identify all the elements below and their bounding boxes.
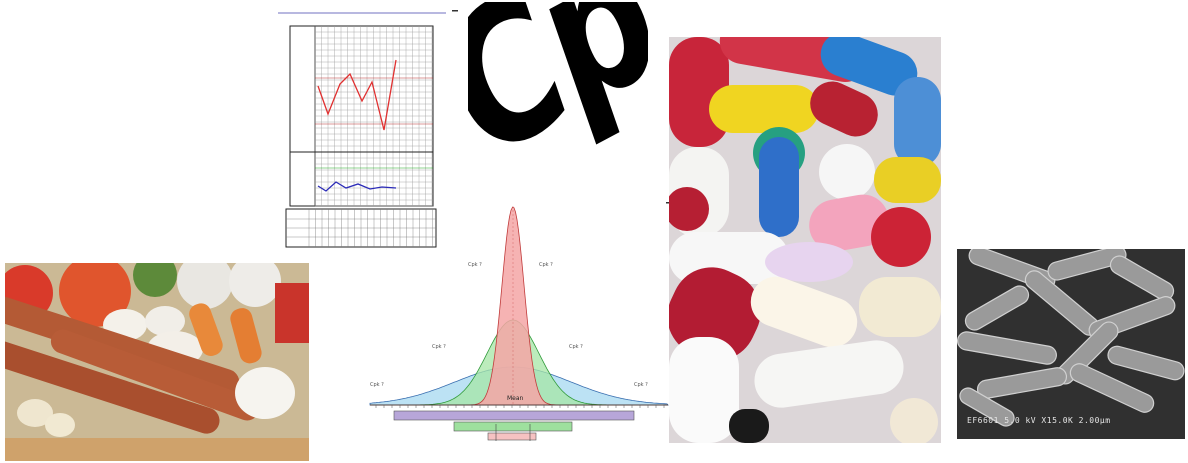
garlic bbox=[45, 413, 75, 437]
spec-label: Cpk ? bbox=[539, 262, 553, 268]
spec-range-bar bbox=[393, 410, 635, 421]
axis-ticks bbox=[375, 405, 665, 408]
spec-label: Cpk ? bbox=[370, 382, 384, 388]
process-range-bar bbox=[453, 421, 573, 432]
bacteria-micrograph: EF6601 5.0 kV X15.0K 2.00µm bbox=[957, 249, 1185, 439]
food-photo-illustration bbox=[5, 263, 309, 461]
data-table-grid bbox=[286, 209, 436, 247]
tablet bbox=[669, 187, 709, 231]
onion bbox=[235, 367, 295, 419]
sausage bbox=[5, 338, 220, 434]
mean-label: Mean bbox=[507, 395, 524, 402]
mushroom bbox=[145, 306, 185, 336]
spec-label: Cpk ? bbox=[468, 262, 482, 268]
garlic bbox=[17, 399, 53, 427]
capsule bbox=[820, 37, 918, 96]
capsule bbox=[754, 340, 904, 408]
narrow-range-bar bbox=[487, 432, 537, 441]
cauliflower bbox=[229, 263, 281, 307]
capsule bbox=[809, 194, 889, 252]
spec-label: Cpk ? bbox=[634, 382, 648, 388]
cpk-title: Cpk bbox=[468, 2, 648, 199]
distribution-chart: Mean Cpk ? Cpk ? Cpk ? Cpk ? Cpk ? Cpk ? bbox=[366, 200, 672, 450]
capsule bbox=[874, 157, 941, 203]
lower-series-line bbox=[317, 181, 397, 192]
tomato bbox=[59, 263, 131, 327]
food-photo bbox=[5, 263, 309, 461]
narrow-distribution-curve bbox=[370, 206, 668, 406]
carrot bbox=[189, 303, 223, 356]
cauliflower bbox=[177, 263, 233, 309]
spec-label: Cpk ? bbox=[432, 344, 446, 350]
chart-grid bbox=[314, 26, 433, 207]
capsule bbox=[709, 85, 819, 133]
tablet bbox=[890, 398, 938, 443]
micrograph-caption: EF6601 5.0 kV X15.0K 2.00µm bbox=[967, 416, 1111, 425]
tablet bbox=[819, 144, 875, 200]
bacteria-illustration bbox=[957, 249, 1185, 439]
cpk-wordart: Cpk bbox=[468, 2, 648, 202]
control-chart-graphic bbox=[278, 10, 458, 248]
pills-photo bbox=[669, 37, 941, 443]
sausage bbox=[50, 329, 260, 421]
capsule bbox=[669, 337, 739, 443]
tablet bbox=[871, 207, 931, 267]
upper-series-line bbox=[317, 59, 397, 131]
carrot bbox=[230, 308, 262, 364]
capsule bbox=[810, 81, 878, 137]
broccoli bbox=[133, 263, 177, 297]
capsule bbox=[759, 137, 799, 237]
capsule bbox=[859, 277, 941, 337]
control-chart bbox=[278, 6, 458, 250]
capsule bbox=[894, 77, 941, 167]
capsule bbox=[669, 267, 761, 361]
pills-illustration bbox=[669, 37, 941, 443]
capsule bbox=[729, 409, 769, 443]
left-column bbox=[289, 25, 316, 207]
capsule bbox=[750, 276, 858, 348]
spec-label: Cpk ? bbox=[569, 344, 583, 350]
pepper bbox=[275, 283, 309, 343]
distribution-graphic: Mean Cpk ? Cpk ? Cpk ? Cpk ? Cpk ? Cpk ? bbox=[369, 202, 672, 441]
tablet bbox=[765, 242, 853, 282]
